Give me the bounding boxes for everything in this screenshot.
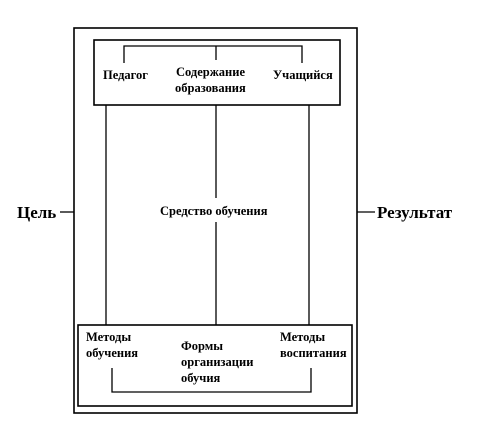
top-box <box>93 39 341 106</box>
upbringing-methods-line2: воспитания <box>280 346 347 360</box>
student-label: Учащийся <box>273 68 333 82</box>
teaching-methods-line1: Методы <box>86 330 131 344</box>
teacher-label: Педагог <box>103 68 148 82</box>
content-label-line2: образования <box>175 81 246 95</box>
top-bracket <box>123 45 303 63</box>
forms-line2: организации <box>181 355 253 369</box>
content-label-line1: Содержание <box>176 65 245 79</box>
teaching-methods-line2: обучения <box>86 346 138 360</box>
bottom-bracket <box>111 368 312 393</box>
means-of-teaching-label: Средство обучения <box>160 204 268 218</box>
bottom-box <box>77 324 353 407</box>
upbringing-methods-line1: Методы <box>280 330 325 344</box>
result-label: Результат <box>377 203 453 222</box>
goal-label: Цель <box>17 203 56 222</box>
forms-line1: Формы <box>181 339 223 353</box>
outer-frame <box>73 27 358 414</box>
forms-line3: обучия <box>181 371 221 385</box>
